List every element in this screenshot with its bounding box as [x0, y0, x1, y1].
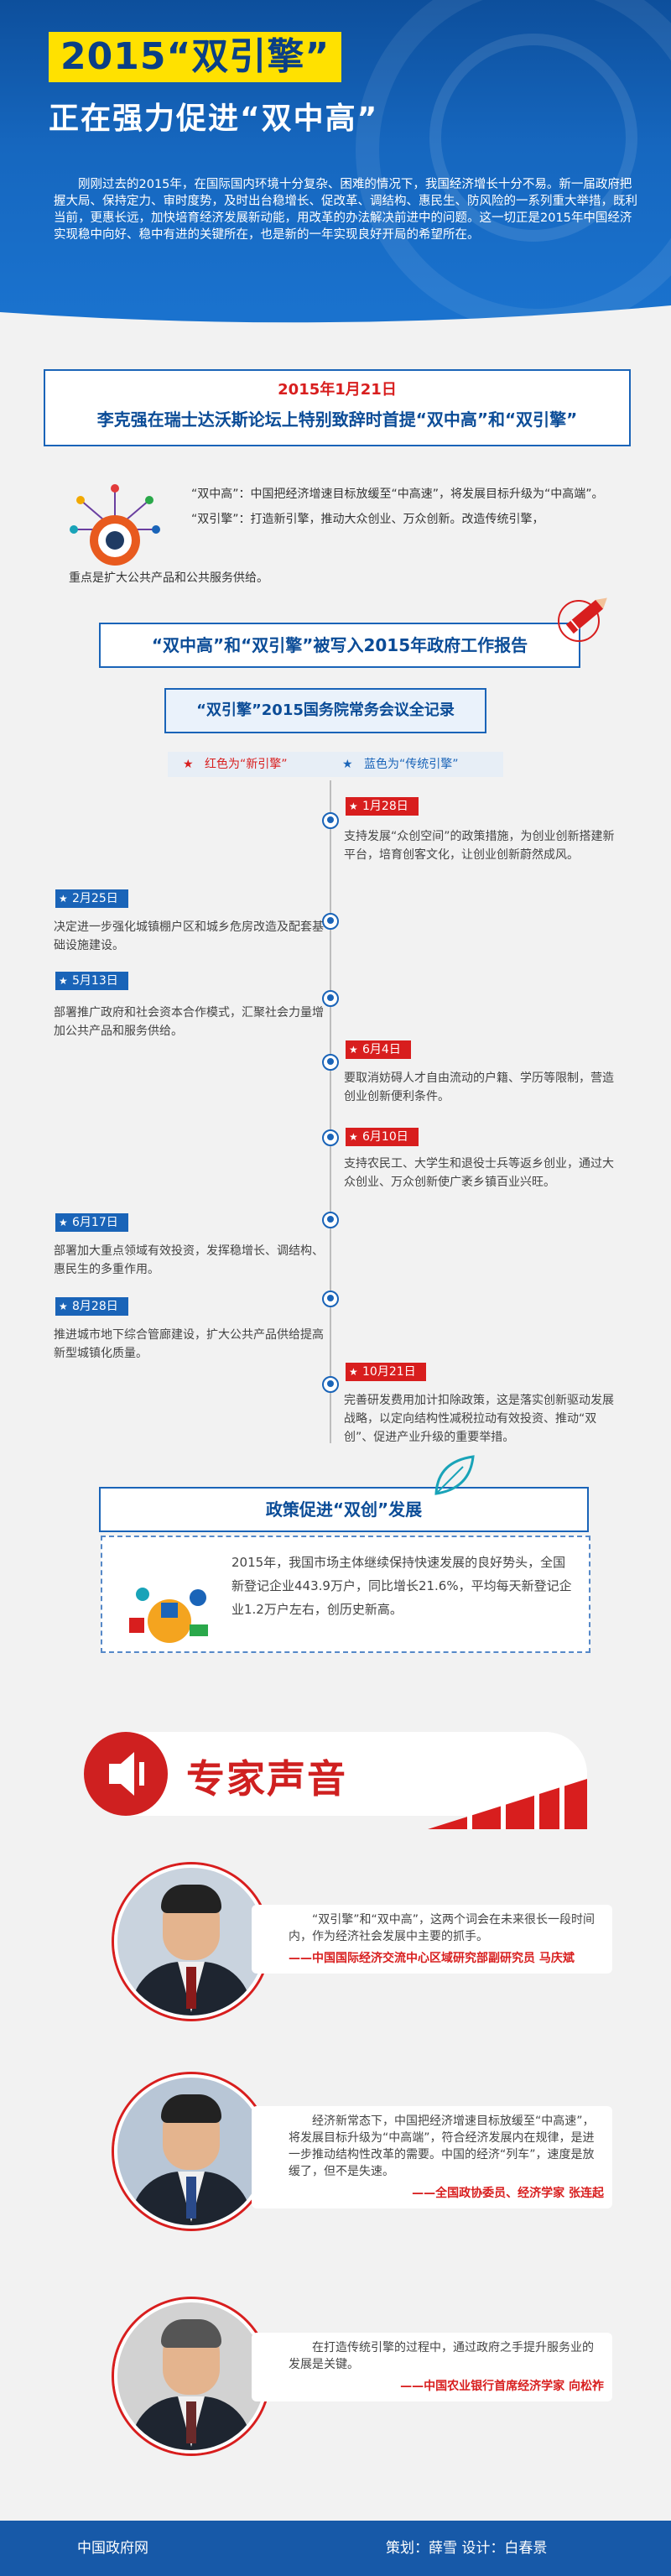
- legend-new-engine: 红色为“新引擎”: [205, 758, 288, 771]
- expert-quote-card: 经济新常态下，中国把经济增速目标放缓至“中高速”，将发展目标升级为“中高端”，符…: [252, 2106, 612, 2208]
- star-icon: ★: [59, 893, 68, 905]
- timeline-entry: 部署推广政府和社会资本合作模式，汇聚社会力量增加公共产品和服务供给。: [54, 1006, 324, 1038]
- timeline-date-tag: ★ 6月4日: [346, 1040, 411, 1059]
- policy-text: 2015年，我国市场主体继续保持快速发展的良好势头，全国新登记企业443.9万户…: [231, 1555, 572, 1617]
- davos-box: 2015年1月21日 李克强在瑞士达沃斯论坛上特别致辞时首提“双中高”和“双引擎…: [44, 369, 631, 446]
- timeline-entry: 支持农民工、大学生和退役士兵等返乡创业，通过大众创业、万众创新使广袤乡镇百业兴旺…: [344, 1157, 614, 1189]
- timeline-date: 5月13日: [72, 974, 118, 988]
- expert-source: ——中国国际经济交流中心区域研究部副研究员 马庆斌: [289, 1952, 575, 1965]
- timeline-entry: 推进城市地下综合管廊建设，扩大公共产品供给提高新型城镇化质量。: [54, 1328, 324, 1360]
- star-icon: ★: [349, 1044, 358, 1056]
- davos-date: 2015年1月21日: [278, 381, 397, 399]
- timeline-date-tag: ★ 8月28日: [55, 1297, 128, 1316]
- timeline-node: [322, 1212, 339, 1228]
- intro-paragraph: 刚刚过去的2015年，在国际国内环境十分复杂、困难的情况下，我国经济增长十分不易…: [54, 178, 637, 242]
- page-title: 2015“双引擎”: [49, 32, 342, 82]
- timeline-axis: [330, 780, 331, 1443]
- expert-quote-card: 在打造传统引擎的过程中，通过政府之手提升服务业的发展是关键。 ——中国农业银行首…: [252, 2333, 612, 2401]
- davos-headline: 李克强在瑞士达沃斯论坛上特别致辞时首提“双中高”和“双引擎”: [96, 409, 578, 430]
- timeline-date-tag: ★ 1月28日: [346, 797, 419, 816]
- header-wave: [0, 305, 671, 327]
- timeline-node: [322, 990, 339, 1007]
- timeline-date: 6月10日: [362, 1130, 408, 1144]
- timeline-date: 6月17日: [72, 1216, 118, 1229]
- expert-source: ——中国农业银行首席经济学家 向松祚: [400, 2380, 604, 2393]
- speaker-icon: [84, 1732, 168, 1816]
- timeline-entry: 决定进一步强化城镇棚户区和城乡危房改造及配套基础设施建设。: [54, 920, 324, 952]
- timeline-node: [322, 812, 339, 829]
- star-icon: ★: [183, 758, 194, 771]
- timeline-date-tag: ★ 2月25日: [55, 889, 128, 908]
- footer-source: 中国政府网: [77, 2540, 148, 2557]
- expert-section-title: 专家声音: [186, 1756, 347, 1802]
- header-section: 2015“双引擎” 正在强力促进“双中高” 刚刚过去的2015年，在国际国内环境…: [0, 0, 671, 327]
- timeline-date: 6月4日: [362, 1043, 401, 1056]
- star-icon: ★: [349, 1131, 358, 1143]
- timeline-date: 8月28日: [72, 1300, 118, 1313]
- page-subtitle: 正在强力促进“双中高”: [49, 102, 379, 136]
- def-shuangzhonggao: “双中高”：中国把经济增速目标放缓至“中高速”，将发展目标升级为“中高端”。: [191, 488, 604, 501]
- def-tail: 重点是扩大公共产品和公共服务供给。: [69, 571, 268, 585]
- def-shuangyinqing: “双引擎”：打造新引擎，推动大众创业、万众创新。改造传统引擎，: [191, 513, 544, 526]
- expert-source: ——全国政协委员、经济学家 张连起: [412, 2187, 604, 2200]
- pencil-icon: [558, 597, 607, 642]
- timeline-node: [322, 1291, 339, 1307]
- timeline-date-tag: ★ 10月21日: [346, 1363, 426, 1381]
- timeline-date-tag: ★ 6月17日: [55, 1213, 128, 1232]
- timeline-entry: 部署加大重点领域有效投资，发挥稳增长、调结构、惠民生的多重作用。: [54, 1244, 324, 1276]
- footer-credits: 策划：薛雪 设计：白春景: [386, 2540, 548, 2557]
- expert-photo: [114, 2074, 268, 2229]
- policy-banner: 政策促进“双创”发展: [99, 1487, 589, 1532]
- star-icon: ★: [59, 1217, 68, 1228]
- timeline-node: [322, 1054, 339, 1071]
- timeline-node: [322, 1376, 339, 1393]
- timeline-node: [322, 1129, 339, 1146]
- expert-quote: “双引擎”和“双中高”，这两个词会在未来很长一段时间内，作为经济社会发展中主要的…: [289, 1913, 596, 1943]
- target-icon: [70, 484, 160, 566]
- star-icon: ★: [349, 800, 358, 812]
- report-banner: “双中高”和“双引擎”被写入2015年政府工作报告: [99, 623, 580, 668]
- star-icon: ★: [59, 1301, 68, 1312]
- timeline-node: [322, 913, 339, 930]
- expert-photo: [114, 2299, 268, 2453]
- timeline-date: 10月21日: [362, 1365, 416, 1379]
- definitions: “双中高”：中国把经济增速目标放缓至“中高速”，将发展目标升级为“中高端”。 “…: [191, 482, 627, 532]
- timeline-entry: 支持发展“众创空间”的政策措施，为创业创新搭建新平台，培育创客文化，让创业创新蔚…: [344, 830, 615, 862]
- legend-traditional-engine: 蓝色为“传统引擎”: [364, 758, 459, 771]
- footer: 中国政府网 策划：薛雪 设计：白春景: [0, 2521, 671, 2576]
- innovation-icon: [129, 1588, 208, 1643]
- expert-quote: 经济新常态下，中国把经济增速目标放缓至“中高速”，将发展目标升级为“中高端”，符…: [289, 2115, 595, 2178]
- star-icon: ★: [59, 975, 68, 987]
- bar-graphic: [428, 1779, 587, 1829]
- leaf-icon: [434, 1455, 475, 1495]
- timeline-entry: 完善研发费用加计扣除政策，这是落实创新驱动发展战略，以定向结构性减税拉动有效投资…: [344, 1394, 614, 1444]
- timeline-entry: 要取消妨碍人才自由流动的户籍、学历等限制，营造创业创新便利条件。: [344, 1072, 614, 1103]
- legend: ★ 红色为“新引擎” ★ 蓝色为“传统引擎”: [168, 752, 503, 777]
- star-icon: ★: [349, 1366, 358, 1378]
- expert-quote-card: “双引擎”和“双中高”，这两个词会在未来很长一段时间内，作为经济社会发展中主要的…: [252, 1905, 612, 1974]
- timeline-date: 1月28日: [362, 800, 408, 813]
- timeline-date-tag: ★ 5月13日: [55, 972, 128, 990]
- timeline-date: 2月25日: [72, 892, 118, 905]
- expert-photo: [114, 1864, 268, 2019]
- star-icon: ★: [342, 758, 353, 771]
- record-banner: “双引擎”2015国务院常务会议全记录: [164, 688, 486, 733]
- timeline-date-tag: ★ 6月10日: [346, 1128, 419, 1146]
- expert-quote: 在打造传统引擎的过程中，通过政府之手提升服务业的发展是关键。: [289, 2341, 594, 2371]
